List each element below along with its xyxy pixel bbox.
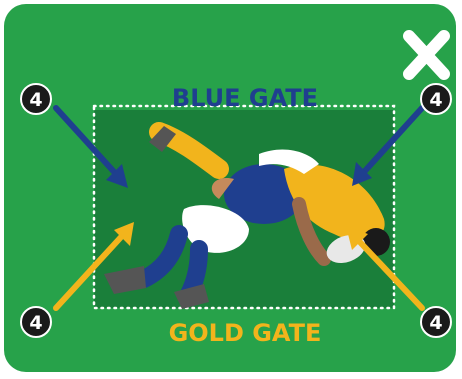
- marker-top-right: 4: [421, 84, 451, 114]
- marker-bottom-left-number: 4: [29, 312, 42, 334]
- marker-top-left-number: 4: [29, 89, 42, 111]
- marker-top-right-number: 4: [429, 89, 442, 111]
- close-icon[interactable]: [409, 36, 444, 74]
- marker-bottom-right-number: 4: [429, 312, 442, 334]
- blue-gate-label: BLUE GATE: [172, 84, 318, 112]
- drill-diagram-card: BLUE GATE GOLD GATE 4 4 4 4: [4, 4, 456, 372]
- marker-bottom-right: 4: [421, 307, 451, 337]
- gold-gate-label: GOLD GATE: [169, 319, 322, 347]
- marker-bottom-left: 4: [21, 307, 51, 337]
- marker-top-left: 4: [21, 84, 51, 114]
- drill-diagram: BLUE GATE GOLD GATE 4 4 4 4: [4, 4, 456, 372]
